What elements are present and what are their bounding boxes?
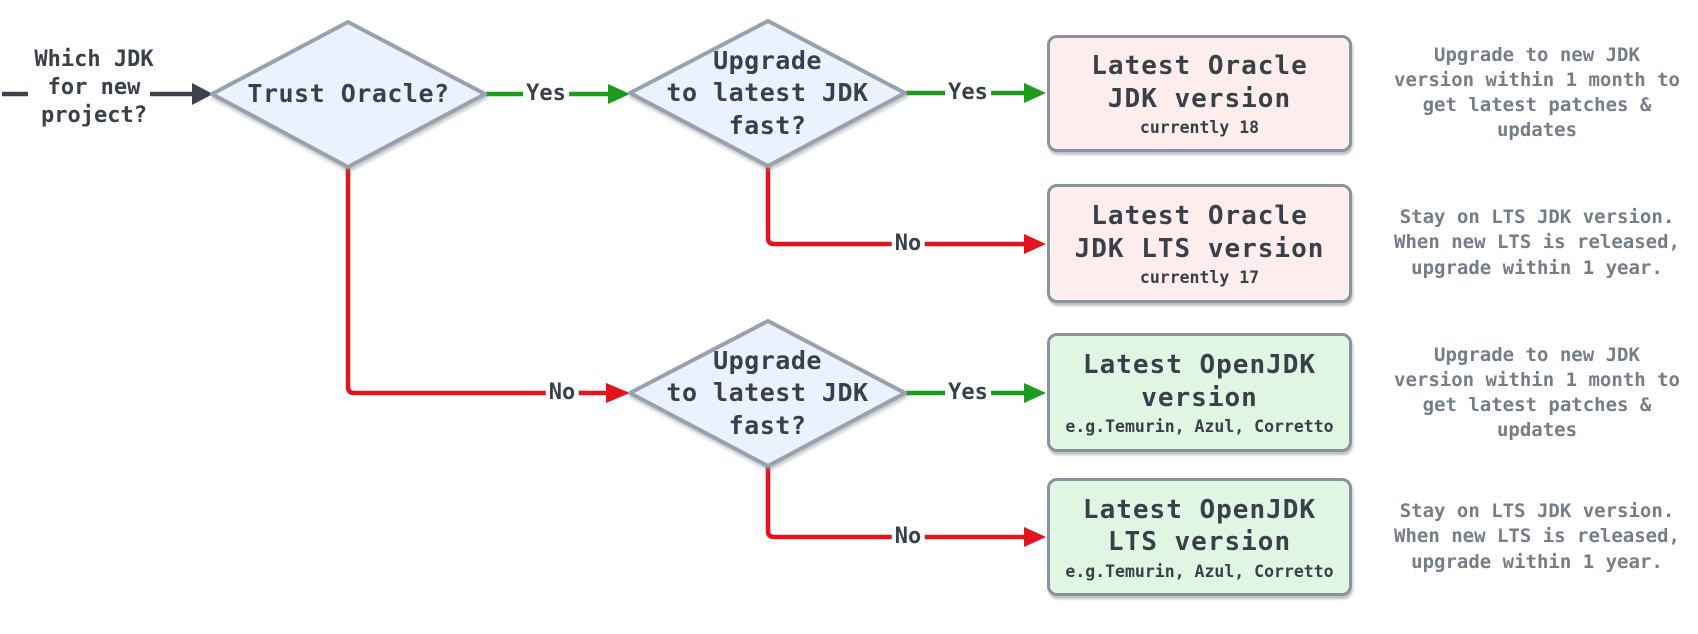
note-upgrade-policy-oracle: Upgrade to new JDK version within 1 mont…: [1394, 43, 1680, 142]
decision-trust-oracle-label: Trust Oracle?: [247, 79, 450, 109]
edge-label-trust-yes: Yes: [523, 82, 569, 106]
outcome-oracle-latest: Latest Oracle JDK version currently 18: [1047, 35, 1352, 152]
start-arrowhead-icon: [192, 83, 213, 105]
outcome-oracle-lts: Latest Oracle JDK LTS version currently …: [1047, 184, 1352, 303]
outcome-oracle-latest-title: Latest Oracle JDK version: [1091, 51, 1308, 114]
edge-label-trust-no: No: [545, 381, 579, 405]
outcome-openjdk-latest-title: Latest OpenJDK version: [1082, 350, 1317, 413]
decision-upgrade-fast-oracle-shape: [628, 19, 907, 168]
outcome-openjdk-latest: Latest OpenJDK version e.g.Temurin, Azul…: [1047, 333, 1352, 452]
edge-label-openjdk-fast-yes: Yes: [945, 381, 991, 405]
outcome-oracle-lts-subtitle: currently 17: [1139, 268, 1260, 287]
start-question: Which JDK for new project?: [34, 47, 154, 128]
outcome-openjdk-lts: Latest OpenJDK LTS version e.g.Temurin, …: [1047, 478, 1352, 596]
note-lts-policy-openjdk: Stay on LTS JDK version. When new LTS is…: [1394, 500, 1680, 573]
edge-trust-no-line: [345, 167, 608, 396]
edge-label-openjdk-fast-no: No: [891, 525, 925, 549]
edge-trust-no-arrowhead-icon: [606, 383, 630, 403]
outcome-oracle-lts-title: Latest Oracle JDK LTS version: [1074, 201, 1325, 264]
edge-oracle-fast-no-line: [765, 166, 1026, 247]
edge-trust-yes-arrowhead-icon: [608, 84, 630, 104]
edge-label-oracle-fast-yes: Yes: [945, 81, 991, 105]
edge-oracle-fast-yes-arrowhead-icon: [1024, 83, 1046, 103]
note-lts-policy-oracle: Stay on LTS JDK version. When new LTS is…: [1394, 206, 1680, 279]
note-upgrade-policy-openjdk: Upgrade to new JDK version within 1 mont…: [1394, 343, 1680, 442]
decision-trust-oracle-shape: [210, 20, 487, 169]
outcome-openjdk-lts-subtitle: e.g.Temurin, Azul, Corretto: [1065, 561, 1334, 581]
outcome-oracle-latest-subtitle: currently 18: [1139, 118, 1260, 137]
outcome-openjdk-lts-title: Latest OpenJDK LTS version: [1082, 494, 1317, 558]
outcome-openjdk-latest-subtitle: e.g.Temurin, Azul, Corretto: [1065, 417, 1334, 436]
edge-oracle-fast-no-arrowhead-icon: [1024, 234, 1046, 254]
edge-openjdk-fast-no-arrowhead-icon: [1024, 527, 1046, 547]
decision-upgrade-fast-openjdk-label: Upgrade to latest JDK fast?: [666, 345, 869, 440]
edge-openjdk-fast-no-line: [765, 466, 1026, 540]
edge-label-oracle-fast-no: No: [891, 232, 925, 256]
edge-openjdk-fast-yes-arrowhead-icon: [1024, 383, 1046, 403]
decision-upgrade-fast-openjdk-shape: [628, 319, 907, 468]
decision-upgrade-fast-oracle-label: Upgrade to latest JDK fast?: [666, 45, 869, 140]
